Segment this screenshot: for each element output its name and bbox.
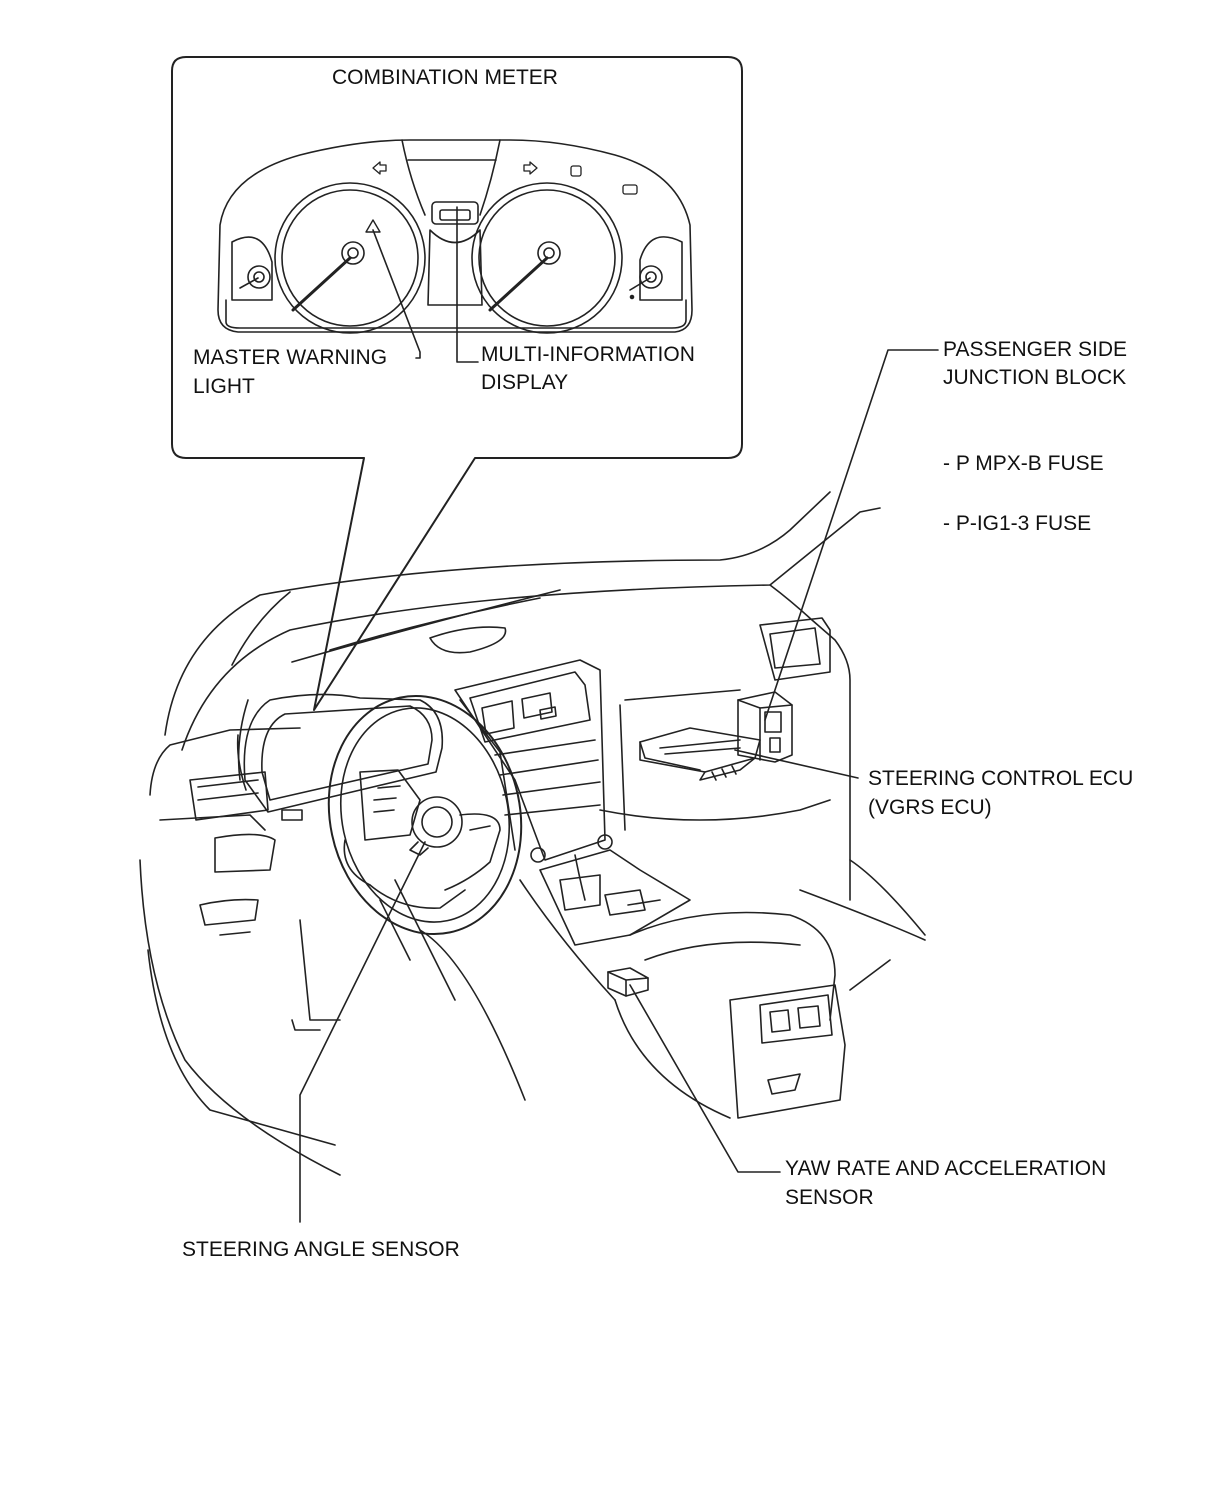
right-turn-arrow-icon — [523, 161, 538, 175]
steering-control-ecu-label-line1: STEERING CONTROL ECU — [868, 767, 1134, 790]
master-warning-light-label-line1: MASTER WARNING — [193, 346, 388, 369]
junction-block-label-line1: PASSENGER SIDE — [943, 338, 1127, 361]
multi-information-display-label-line2: DISPLAY — [481, 371, 569, 394]
fuse-p-ig1-3-label: - P-IG1-3 FUSE — [943, 512, 1092, 535]
leader-lines — [299, 349, 939, 1223]
indicator-square-icon — [570, 165, 582, 177]
dashboard-illustration — [139, 491, 926, 1176]
combination-meter-title: COMBINATION METER — [332, 66, 558, 89]
leader-junction-block — [764, 349, 939, 721]
steering-angle-sensor-label: STEERING ANGLE SENSOR — [182, 1238, 460, 1261]
combination-meter-callout-frame — [171, 56, 743, 711]
master-warning-light-label-line2: LIGHT — [193, 375, 255, 398]
combination-meter-illustration — [217, 139, 693, 363]
multi-information-display-label-line1: MULTI-INFORMATION — [481, 343, 695, 366]
left-turn-arrow-icon — [372, 161, 387, 175]
indicator-rect-icon — [622, 184, 638, 195]
leader-steering-angle-sensor — [299, 841, 426, 1223]
yaw-rate-sensor-label-line1: YAW RATE AND ACCELERATION — [785, 1157, 1107, 1180]
steering-control-ecu-label-line2: (VGRS ECU) — [868, 796, 992, 819]
leader-yaw-sensor — [629, 984, 781, 1173]
leader-steering-ecu — [734, 749, 859, 779]
junction-block-label-line2: JUNCTION BLOCK — [943, 366, 1127, 389]
fuse-p-mpx-b-label: - P MPX-B FUSE — [943, 452, 1104, 475]
yaw-rate-sensor-label-line2: SENSOR — [785, 1186, 874, 1209]
